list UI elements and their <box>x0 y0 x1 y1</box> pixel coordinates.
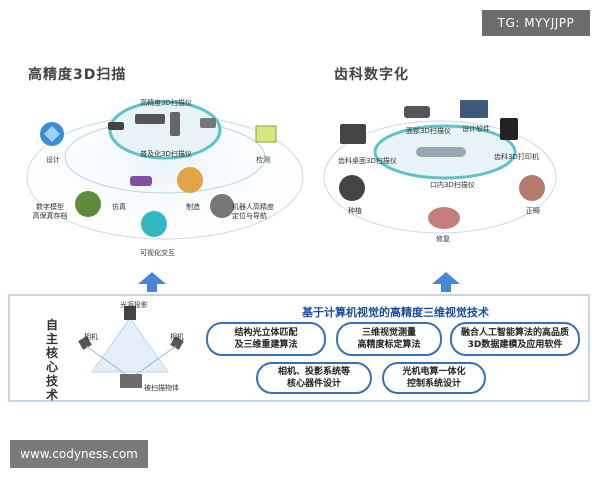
side-char: 技 <box>45 374 58 388</box>
label-restoration: 修复 <box>436 235 450 243</box>
watermark-site: www.codyness.com <box>10 440 148 468</box>
label-robot-1: 机器人高精度 <box>232 203 274 211</box>
watermark-tg: TG: MYYJJPP <box>482 10 590 36</box>
inspection-icon <box>255 125 277 143</box>
scanner-device-icon <box>135 114 165 124</box>
projection-cone <box>91 317 169 373</box>
printer-icon <box>500 118 518 140</box>
core-technology-title: 基于计算机视觉的高精度三维视觉技术 <box>302 306 489 319</box>
label-design: 设计 <box>46 156 60 164</box>
restoration-icon <box>428 207 460 229</box>
label-scanned-object: 被扫描物体 <box>144 384 179 392</box>
label-inspection: 检测 <box>256 156 270 164</box>
pill-core-devices: 相机、投影系统等核心器件设计 <box>256 362 372 394</box>
label-popular-scanner: 普及化3D扫描仪 <box>140 150 192 158</box>
label-design-software: 设计软件 <box>462 125 490 133</box>
handheld-scanner-icon <box>108 122 124 130</box>
right-section-title: 齿科数字化 <box>334 67 409 83</box>
design-turbine-icon <box>44 126 60 142</box>
label-desktop-scanner: 齿科桌面3D扫描仪 <box>338 157 397 165</box>
camera-right-ray <box>133 345 177 377</box>
desktop-scanner-icon <box>340 124 366 144</box>
label-face-scanner: 面部3D扫描仪 <box>406 127 451 135</box>
label-intraoral-scanner: 口内3D扫描仪 <box>430 181 475 189</box>
label-projector: 光源投影 <box>120 301 148 309</box>
projector-icon <box>124 306 136 320</box>
right-ecosystem-diagram <box>323 100 557 234</box>
side-char: 核 <box>45 346 58 360</box>
right-up-arrow <box>432 272 460 292</box>
core-technology-side-label: 自 主 核 心 技 术 <box>42 318 62 402</box>
label-high-precision-scanner: 高精度3D扫描仪 <box>140 99 192 107</box>
outer-ring <box>323 120 557 234</box>
pill-calibration: 三维视觉测量高精度标定算法 <box>336 322 442 356</box>
side-char: 心 <box>45 360 58 374</box>
left-section-title: 高精度3D扫描 <box>28 67 127 83</box>
orthodontics-icon <box>519 175 545 201</box>
label-orthodontics: 正畸 <box>526 207 540 215</box>
label-printer: 齿科3D打印机 <box>494 153 539 161</box>
label-visual-interaction: 可视化交互 <box>140 249 175 257</box>
label-implant: 种植 <box>348 207 362 215</box>
camera-right-icon <box>170 336 184 350</box>
label-robot-2: 定位与导航 <box>232 212 267 220</box>
left-up-arrow <box>138 272 166 292</box>
label-digital-model-1: 数字模型 <box>36 203 64 211</box>
label-simulation: 仿真 <box>112 203 126 211</box>
side-char: 自 <box>45 318 58 332</box>
structured-light-diagram <box>78 306 184 388</box>
label-camera-left: 相机 <box>84 333 98 341</box>
label-digital-model-2: 高保真存档 <box>32 212 68 220</box>
side-char: 主 <box>45 332 58 346</box>
label-camera-right: 相机 <box>170 333 184 341</box>
digital-model-icon <box>75 191 101 217</box>
camera-left-ray <box>85 345 129 377</box>
implant-icon <box>339 175 365 201</box>
simulation-icon <box>130 176 152 186</box>
design-software-icon <box>460 100 488 118</box>
pill-structured-light: 结构光立体匹配及三维重建算法 <box>206 322 326 356</box>
side-char: 术 <box>45 388 58 402</box>
manufacturing-icon <box>177 167 203 193</box>
left-ecosystem-diagram <box>25 100 305 262</box>
pill-control-system: 光机电算一体化控制系统设计 <box>382 362 486 394</box>
face-scanner-icon <box>404 106 430 118</box>
label-manufacturing: 制造 <box>186 203 200 211</box>
camera-left-icon <box>78 336 92 350</box>
desktop-scanner-icon <box>200 118 216 128</box>
scanner-tripod-icon <box>170 112 180 136</box>
outer-glow <box>25 102 305 262</box>
visual-interaction-icon <box>141 211 167 237</box>
intraoral-scanner-icon <box>416 147 466 157</box>
scanned-object-icon <box>120 374 142 388</box>
robot-icon <box>210 194 234 218</box>
